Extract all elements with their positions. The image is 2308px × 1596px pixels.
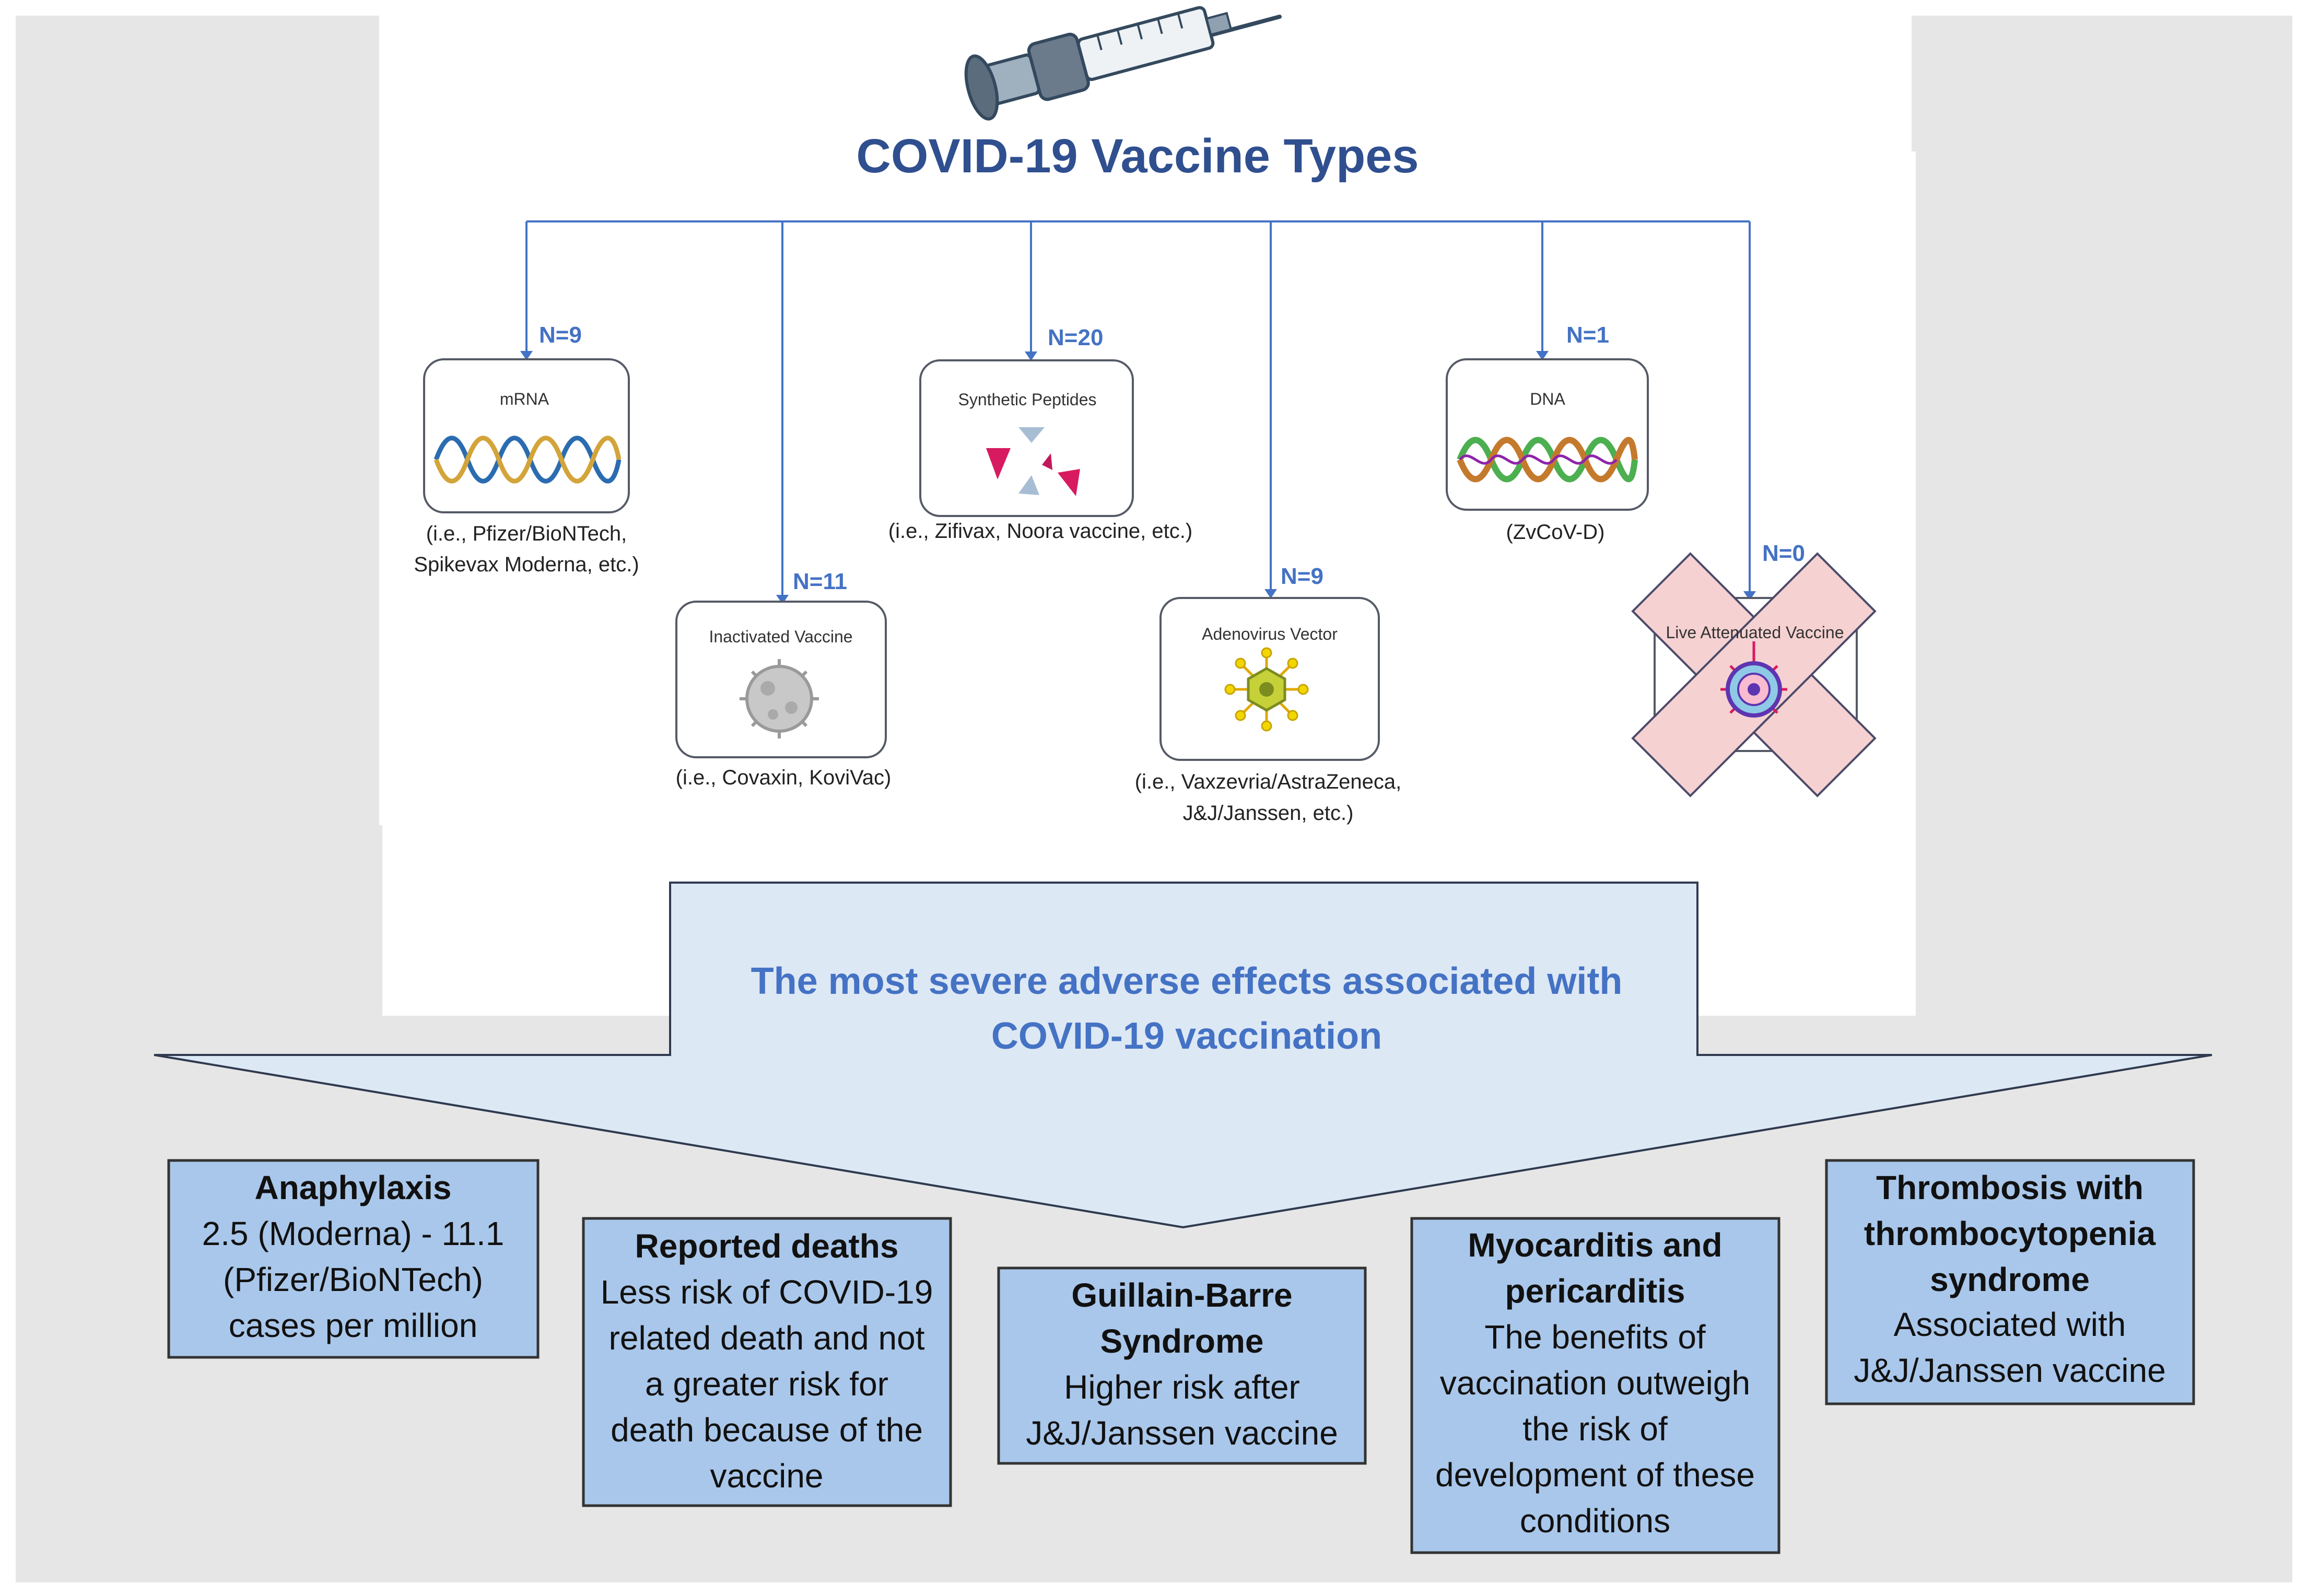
effect-reported-deaths-line-5: vaccine [710, 1457, 824, 1495]
card-synthetic-peptides [919, 359, 1134, 517]
effect-thrombosis-line-2: J&J/Janssen vaccine [1854, 1352, 2166, 1389]
banner-line-2: COVID-19 vaccination [991, 1015, 1382, 1057]
card-mrna [423, 358, 630, 513]
crossed-out-virus-icon [1631, 552, 1877, 797]
effect-thrombosis-heading-1: Thrombosis with [1876, 1169, 2143, 1206]
syringe-icon [964, 6, 1282, 121]
mrna-examples-line-2: Spikevax Moderna, etc.) [414, 553, 639, 576]
effect-myocarditis-line-4: development of these [1435, 1456, 1755, 1494]
inactivated-examples-line-1: (i.e., Covaxin, KoviVac) [676, 766, 892, 789]
effect-reported-deaths [582, 1217, 952, 1507]
effect-anaphylaxis-line-1: 2.5 (Moderna) - 11.1 [202, 1215, 505, 1252]
effect-reported-deaths-heading: Reported deaths [635, 1227, 899, 1265]
peptides-examples-line-1: (i.e., Zifivax, Noora vaccine, etc.) [888, 520, 1192, 543]
effect-anaphylaxis-heading: Anaphylaxis [254, 1169, 451, 1206]
mrna-count: N=9 [539, 322, 582, 348]
effect-thrombosis-heading-3: syndrome [1930, 1261, 2090, 1298]
banner-line-1: The most severe adverse effects associat… [751, 960, 1623, 1002]
effect-myocarditis-line-1: The benefits of [1484, 1318, 1706, 1356]
adenovirus-count: N=9 [1281, 564, 1323, 589]
connector-lines [520, 220, 1756, 604]
card-adenovirus-title: Adenovirus Vector [1202, 625, 1338, 643]
effect-myocarditis [1410, 1217, 1780, 1554]
dna-examples-line-1: (ZvCoV-D) [1506, 521, 1605, 544]
effect-reported-deaths-line-3: a greater risk for [645, 1365, 888, 1403]
effect-myocarditis-line-2: vaccination outweigh [1440, 1364, 1750, 1402]
inactivated-count: N=11 [793, 569, 847, 594]
card-synthetic-peptides-title: Synthetic Peptides [958, 390, 1096, 409]
card-dna [1446, 358, 1649, 511]
effect-thrombosis [1825, 1159, 2195, 1405]
card-mrna-title: mRNA [500, 390, 549, 408]
card-live-attenuated-title: Live Attenuated Vaccine [1666, 623, 1844, 642]
mrna-examples-line-1: (i.e., Pfizer/BioNTech, [426, 522, 627, 545]
effect-thrombosis-line-1: Associated with [1894, 1306, 2126, 1343]
effect-myocarditis-heading-1: Myocarditis and [1468, 1226, 1722, 1264]
effect-guillain-barre [997, 1266, 1367, 1465]
live-attenuated-count: N=0 [1762, 541, 1805, 566]
effect-anaphylaxis-line-3: cases per million [229, 1307, 478, 1344]
effect-guillain-barre-line-2: J&J/Janssen vaccine [1026, 1414, 1338, 1452]
effect-guillain-barre-heading-2: Syndrome [1100, 1322, 1264, 1360]
effect-anaphylaxis-line-2: (Pfizer/BioNTech) [223, 1261, 483, 1298]
peptide-fragments-icon [986, 427, 1080, 496]
effect-guillain-barre-heading-1: Guillain-Barre [1071, 1276, 1292, 1314]
rna-helix-icon [434, 436, 622, 484]
adenovirus-examples-line-2: J&J/Janssen, etc.) [1183, 802, 1354, 825]
effect-reported-deaths-line-4: death because of the [611, 1411, 923, 1449]
effect-myocarditis-line-5: conditions [1520, 1502, 1670, 1540]
card-inactivated-title: Inactivated Vaccine [709, 627, 852, 646]
peptides-count: N=20 [1048, 325, 1103, 350]
effect-reported-deaths-line-1: Less risk of COVID-19 [601, 1273, 933, 1311]
effect-anaphylaxis [167, 1159, 540, 1359]
inactivated-virus-icon [740, 659, 819, 738]
white-panel [379, 16, 1916, 1016]
dna-count: N=1 [1566, 322, 1609, 348]
effect-myocarditis-line-3: the risk of [1522, 1410, 1668, 1448]
adenovirus-icon [1224, 647, 1309, 732]
effect-myocarditis-heading-2: pericarditis [1505, 1272, 1685, 1310]
adenovirus-examples-line-1: (i.e., Vaxzevria/AstraZeneca, [1135, 770, 1402, 793]
effect-guillain-barre-line-1: Higher risk after [1064, 1368, 1300, 1406]
diagram-title: COVID-19 Vaccine Types [856, 130, 1419, 183]
dna-helix-icon [1457, 437, 1638, 483]
effect-thrombosis-heading-2: thrombocytopenia [1864, 1215, 2156, 1252]
card-dna-title: DNA [1530, 390, 1565, 408]
effect-reported-deaths-line-2: related death and not [609, 1319, 925, 1357]
adverse-effects-arrow [154, 882, 2212, 1229]
